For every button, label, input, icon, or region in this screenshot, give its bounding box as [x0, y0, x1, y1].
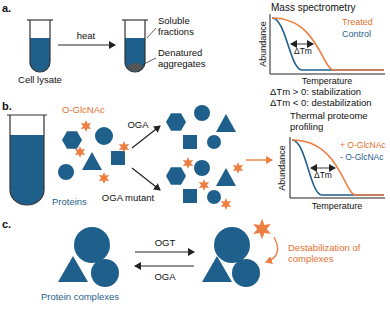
enzyme-label: OGA — [154, 272, 175, 283]
profiling-arrow — [246, 159, 272, 160]
heat-arrow — [58, 44, 115, 45]
test-tube — [7, 115, 47, 205]
axis-label: Abundance — [277, 145, 287, 191]
mutant-arrow — [132, 168, 160, 190]
complex-label: Protein complexes — [41, 292, 119, 303]
melting-chart — [270, 14, 385, 74]
series-label: Treated — [342, 17, 373, 27]
enzyme-label: OGT — [155, 238, 176, 249]
effect-label: Destabilization of complexes — [288, 243, 373, 264]
delta-label: ΔTm — [294, 47, 312, 57]
protein-cluster — [166, 157, 243, 210]
protein-cluster — [58, 120, 129, 184]
axis-label: Temperature — [302, 76, 353, 86]
test-tube — [27, 20, 53, 72]
callout-label: Soluble fractions — [158, 16, 214, 37]
step-label: Mass spectrometry — [271, 2, 355, 13]
enzyme-label: OGA mutant — [102, 193, 154, 204]
note-text: ΔTm > 0: stabilization — [270, 87, 361, 98]
axis-label: Abundance — [258, 21, 268, 67]
axis-label: Temperature — [312, 201, 363, 211]
protein-complex — [202, 219, 271, 287]
modification-label: O-GlcNAc — [62, 105, 105, 116]
enzyme-label: OGA — [127, 120, 148, 131]
arrow-label: heat — [77, 31, 96, 42]
series-label: - O-GlcNAc — [340, 153, 383, 163]
callout-label: Denatured aggregates — [158, 48, 220, 69]
oga-arrow — [135, 265, 194, 266]
panel-letter: c. — [2, 218, 11, 230]
destabilization-arrow — [266, 237, 278, 262]
tube-label: Cell lysate — [18, 75, 62, 86]
leader-line — [147, 28, 156, 38]
series-label: + O-GlcNAc — [340, 141, 386, 151]
ogt-arrow — [135, 251, 194, 252]
panel-letter: a. — [2, 2, 11, 14]
series-label: Control — [342, 29, 371, 39]
leader-line — [142, 58, 156, 65]
protein-cluster — [166, 105, 236, 149]
note-text: ΔTm < 0: destabilization — [270, 98, 372, 109]
panel-letter: b. — [2, 100, 12, 112]
melting-chart — [290, 137, 385, 198]
step-label: Thermal proteome profiling — [290, 111, 385, 132]
protein-complex — [58, 227, 119, 287]
protein-label: Proteins — [52, 197, 87, 208]
delta-label: ΔTm — [314, 171, 332, 181]
